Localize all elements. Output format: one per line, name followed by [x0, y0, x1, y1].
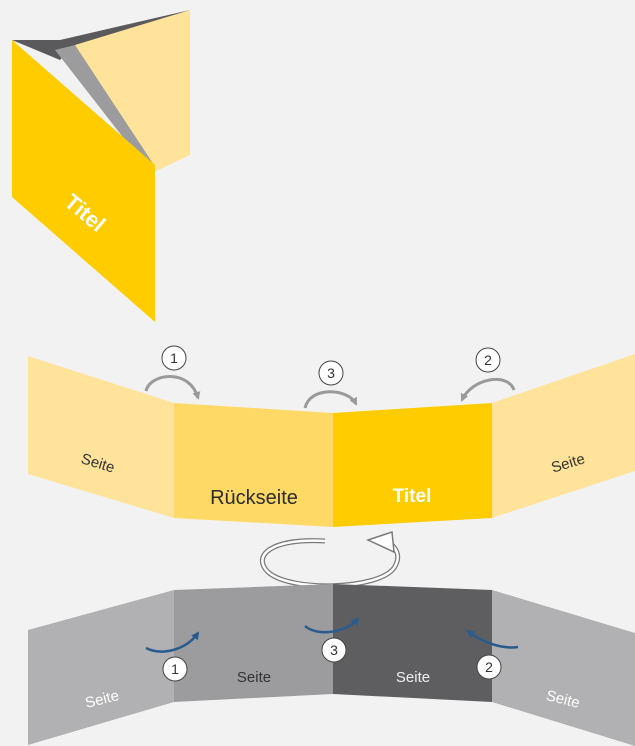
brochure-back-panel	[75, 10, 190, 172]
inside-label-2: Seite	[237, 669, 271, 686]
outside-step-2: 2	[475, 347, 501, 373]
inside-label-3: Seite	[396, 669, 430, 686]
rotate-flip-arrow-icon	[260, 530, 401, 589]
outside-panels: Seite Rückseite Titel Seite 1 3 2	[28, 345, 635, 527]
inside-step-3: 3	[321, 637, 347, 663]
fold-arrow-icon-1	[144, 375, 201, 400]
outside-title-label: Titel	[393, 486, 432, 507]
outside-panel-back	[174, 403, 333, 527]
outside-step-3: 3	[318, 360, 344, 386]
inside-fold-arrow-icon-2	[466, 629, 519, 649]
inside-step-1: 1	[162, 656, 188, 682]
inside-fold-arrow-icon-1	[145, 631, 200, 653]
folded-brochure: Titel	[12, 10, 190, 322]
inside-panels: Seite Seite Seite Seite 1 3 2	[28, 584, 635, 746]
outside-step-2-label: 2	[484, 352, 492, 368]
inside-fold-arrow-icon-3	[304, 617, 360, 634]
inside-step-2: 2	[476, 654, 502, 680]
inside-panel-2	[174, 584, 333, 702]
inside-step-1-label: 1	[171, 661, 179, 677]
outside-panel-right	[492, 354, 635, 518]
outside-back-label: Rückseite	[210, 487, 298, 509]
outside-panel-left	[28, 356, 174, 518]
brochure-dark-panel	[12, 10, 190, 60]
outside-panel-title	[333, 403, 492, 527]
inside-panel-1	[28, 590, 174, 745]
outside-step-1: 1	[161, 345, 187, 371]
brochure-inner-panel	[55, 45, 154, 172]
outside-step-1-label: 1	[170, 350, 178, 366]
inside-panel-3	[333, 584, 492, 702]
fold-arrow-icon-2	[460, 378, 516, 402]
inside-step-2-label: 2	[485, 659, 493, 675]
brochure-cover	[12, 40, 155, 322]
fold-arrow-icon-3	[303, 390, 358, 409]
outside-step-3-label: 3	[327, 365, 335, 381]
inside-panel-4	[492, 590, 635, 746]
inside-step-3-label: 3	[330, 642, 338, 658]
